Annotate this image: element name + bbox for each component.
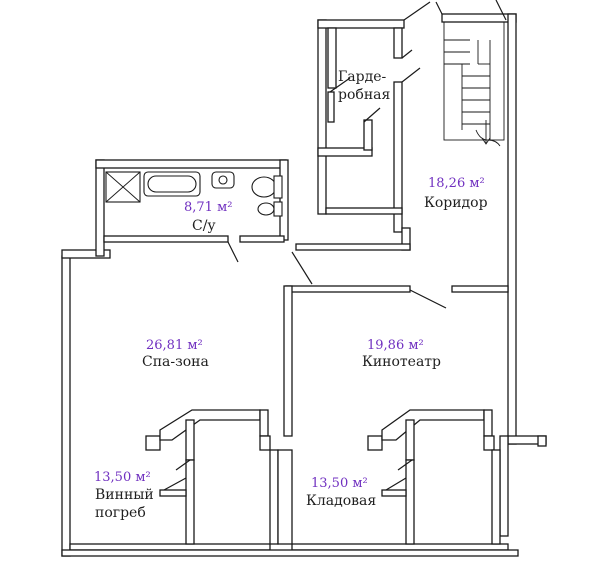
toilet-icon bbox=[251, 176, 277, 198]
room-garderobnaya-name-line1: Гарде- bbox=[338, 69, 387, 85]
room-kinoteatr-area: 19,86 м² bbox=[367, 338, 424, 353]
room-spa-area: 26,81 м² bbox=[146, 338, 203, 353]
lower-recesses bbox=[145, 409, 501, 545]
room-su-area: 8,71 м² bbox=[184, 200, 233, 215]
room-garderobnaya-name: Гарде- робная bbox=[338, 68, 390, 104]
room-vinny-name-line1: Винный bbox=[95, 487, 154, 503]
room-koridor-area: 18,26 м² bbox=[428, 176, 485, 191]
room-vinny-name: Винный погреб bbox=[95, 486, 154, 522]
room-spa-name: Спа-зона bbox=[142, 354, 209, 370]
room-vinny-area: 13,50 м² bbox=[94, 470, 151, 485]
room-kinoteatr-name: Кинотеатр bbox=[362, 354, 442, 370]
bathroom-fixtures bbox=[105, 171, 283, 217]
room-garderobnaya-name-line2: робная bbox=[338, 87, 391, 103]
outer-walls bbox=[61, 13, 547, 557]
room-kladovaya-area: 13,50 м² bbox=[311, 476, 368, 491]
staircase bbox=[443, 21, 505, 147]
room-koridor-name: Коридор bbox=[424, 195, 488, 211]
doors bbox=[227, 0, 507, 309]
bidet-icon bbox=[257, 202, 275, 216]
room-vinny-name-line2: погреб bbox=[95, 505, 146, 521]
room-su-name: С/у bbox=[192, 218, 216, 234]
room-kladovaya-name: Кладовая bbox=[306, 493, 377, 509]
